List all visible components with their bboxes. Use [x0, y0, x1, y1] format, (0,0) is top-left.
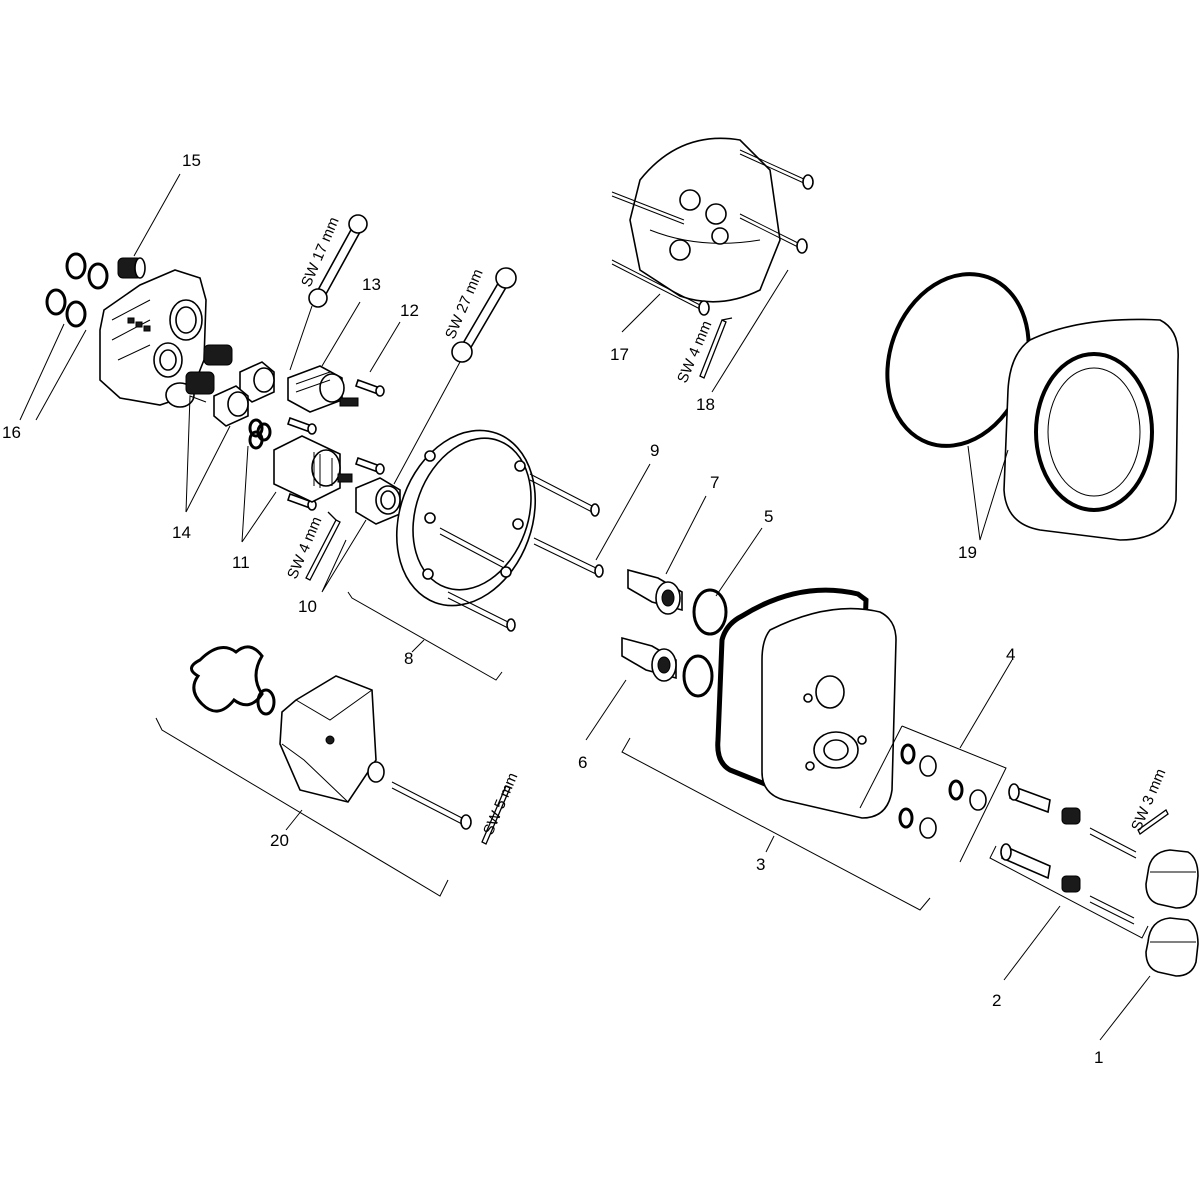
part-9-screws [439, 473, 604, 632]
label-7: 7 [710, 473, 719, 492]
label-17: 17 [610, 345, 629, 364]
part-16-seals [45, 252, 109, 328]
item-labels: 1 2 3 4 5 6 7 8 9 10 11 12 13 14 15 16 1… [2, 151, 1103, 1067]
part-12-screw-c [354, 456, 385, 475]
part-14-inserts [185, 344, 275, 427]
part-12-screw [354, 378, 385, 397]
label-16: 16 [2, 423, 21, 442]
label-19: 19 [958, 543, 977, 562]
label-11: 11 [232, 553, 250, 572]
tool-label-sw5: SW 5 mm [480, 770, 521, 837]
part-17-rough-in-block [611, 137, 814, 316]
hex-key-sw3 [1137, 809, 1169, 835]
wrench-sw17 [308, 214, 368, 308]
label-2: 2 [992, 991, 1001, 1010]
label-13: 13 [362, 275, 381, 294]
part-20-cap [279, 675, 472, 830]
thermostat-cartridge [273, 435, 353, 503]
part-6-sleeve [621, 636, 677, 682]
label-15: 15 [182, 151, 201, 170]
part-15-insert [117, 257, 146, 279]
label-4: 4 [1006, 645, 1015, 664]
label-12: 12 [400, 301, 419, 320]
label-8: 8 [404, 649, 413, 668]
label-18: 18 [696, 395, 715, 414]
part-1-handles [1145, 849, 1199, 977]
label-10: 10 [298, 597, 317, 616]
wrench-sw27 [451, 267, 517, 363]
label-3: 3 [756, 855, 765, 874]
part-12-screw-b [286, 416, 317, 435]
label-14: 14 [172, 523, 191, 542]
label-9: 9 [650, 441, 659, 460]
spindle-upper [1008, 783, 1137, 859]
part-5-seals [682, 588, 728, 698]
part-3-trim-plate [715, 587, 897, 819]
part-7-sleeve [627, 568, 683, 615]
part-11-seals [248, 418, 272, 450]
label-20: 20 [270, 831, 289, 850]
hex-key-sw4-upper [699, 317, 733, 379]
part-13-cartridge [287, 365, 359, 413]
tool-label-sw17: SW 17 mm [298, 215, 343, 290]
part-10-nut [355, 477, 401, 525]
tool-label-sw4-left: SW 4 mm [284, 514, 325, 581]
label-1: 1 [1094, 1048, 1103, 1067]
hex-key-sw5 [481, 785, 511, 845]
part-8-mounting-plate [395, 429, 537, 607]
label-5: 5 [764, 507, 773, 526]
tool-label-sw3: SW 3 mm [1128, 766, 1169, 833]
spindle-lower [1000, 843, 1135, 925]
leader-lines [19, 173, 1151, 1041]
part-4-fittings [898, 743, 987, 839]
part-19-cover-frame [1003, 318, 1179, 541]
hex-key-sw4-left [305, 511, 341, 581]
part-20-gasket [190, 645, 276, 716]
label-6: 6 [578, 753, 587, 772]
